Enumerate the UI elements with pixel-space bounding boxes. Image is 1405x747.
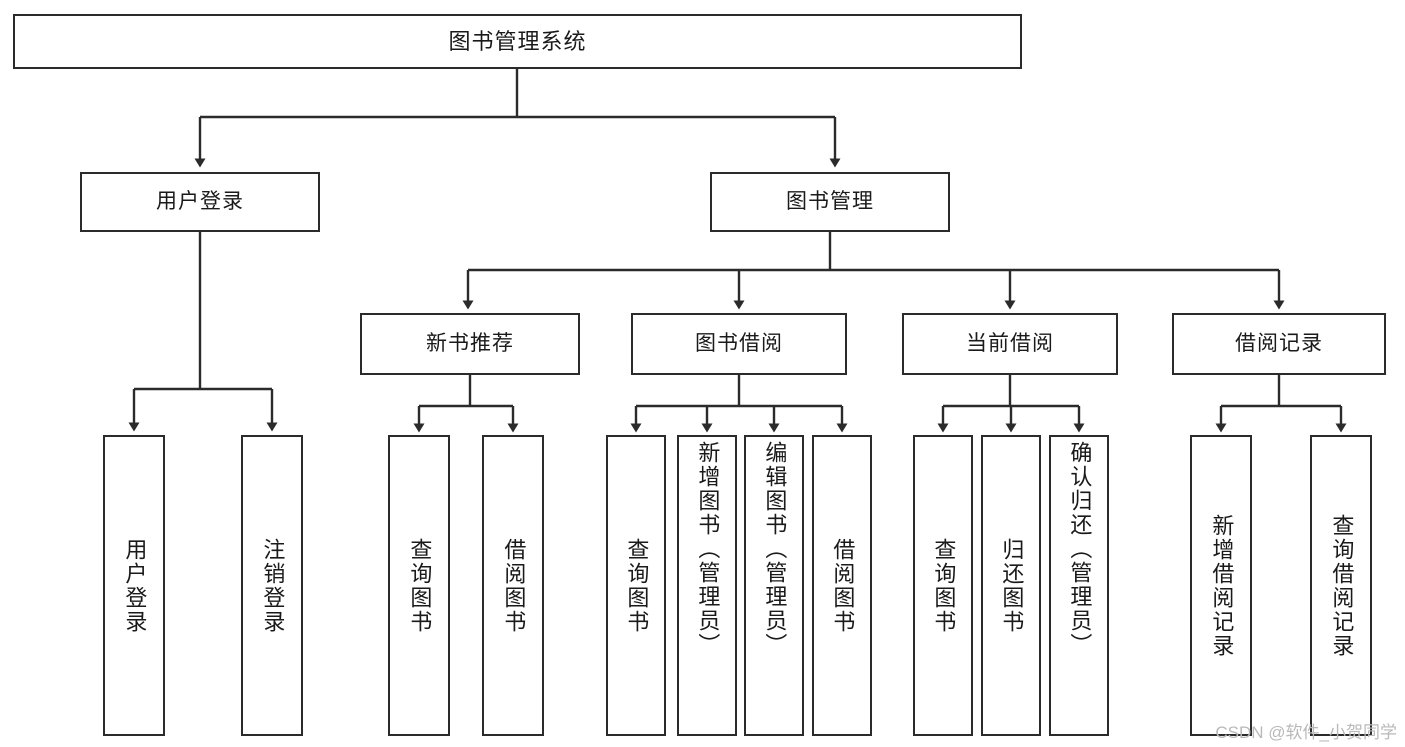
node-leaf-user-login[interactable]: 用户登录 xyxy=(103,435,165,736)
node-root[interactable]: 图书管理系统 xyxy=(13,14,1022,69)
node-leaf-query-book-3[interactable]: 查询图书 xyxy=(913,435,973,736)
node-leaf-borrow-book-2[interactable]: 借阅图书 xyxy=(812,435,872,736)
node-leaf-query-record[interactable]: 查询借阅记录 xyxy=(1310,435,1372,736)
node-leaf-query-book-1[interactable]: 查询图书 xyxy=(388,435,450,736)
node-borrow-record[interactable]: 借阅记录 xyxy=(1172,313,1386,375)
node-leaf-query-book-2-label: 查询图书 xyxy=(624,537,650,634)
node-leaf-edit-book[interactable]: 编辑图书（管理员） xyxy=(744,435,804,736)
node-new-book-rec[interactable]: 新书推荐 xyxy=(360,313,580,375)
node-borrow-record-label: 借阅记录 xyxy=(1235,331,1323,355)
node-leaf-confirm-return[interactable]: 确认归还（管理员） xyxy=(1049,435,1109,736)
node-leaf-confirm-return-label: 确认归还（管理员） xyxy=(1067,441,1093,657)
node-leaf-add-book[interactable]: 新增图书（管理员） xyxy=(677,435,737,736)
node-book-borrow[interactable]: 图书借阅 xyxy=(631,313,847,375)
node-leaf-query-record-label: 查询借阅记录 xyxy=(1329,513,1355,658)
node-book-manage-label: 图书管理 xyxy=(786,189,874,213)
node-leaf-add-record-label: 新增借阅记录 xyxy=(1209,513,1235,658)
node-leaf-user-logout[interactable]: 注销登录 xyxy=(241,435,303,736)
node-root-label: 图书管理系统 xyxy=(448,28,587,54)
node-leaf-return-book[interactable]: 归还图书 xyxy=(981,435,1041,736)
node-new-book-rec-label: 新书推荐 xyxy=(426,331,514,355)
node-leaf-borrow-book-1-label: 借阅图书 xyxy=(501,537,527,634)
node-book-borrow-label: 图书借阅 xyxy=(695,331,783,355)
node-leaf-edit-book-label: 编辑图书（管理员） xyxy=(762,441,788,657)
node-leaf-query-book-1-label: 查询图书 xyxy=(407,537,433,634)
node-leaf-user-login-label: 用户登录 xyxy=(122,537,148,634)
node-leaf-borrow-book-1[interactable]: 借阅图书 xyxy=(482,435,544,736)
node-current-borrow[interactable]: 当前借阅 xyxy=(902,313,1118,375)
node-leaf-return-book-label: 归还图书 xyxy=(999,537,1025,634)
node-leaf-add-record[interactable]: 新增借阅记录 xyxy=(1190,435,1252,736)
node-leaf-borrow-book-2-label: 借阅图书 xyxy=(830,537,856,634)
node-leaf-query-book-2[interactable]: 查询图书 xyxy=(606,435,666,736)
node-leaf-query-book-3-label: 查询图书 xyxy=(931,537,957,634)
node-user-login-label: 用户登录 xyxy=(156,189,244,213)
node-leaf-user-logout-label: 注销登录 xyxy=(260,537,286,634)
node-current-borrow-label: 当前借阅 xyxy=(966,331,1054,355)
node-book-manage[interactable]: 图书管理 xyxy=(710,172,950,232)
node-leaf-add-book-label: 新增图书（管理员） xyxy=(695,441,721,657)
node-user-login[interactable]: 用户登录 xyxy=(80,172,320,232)
